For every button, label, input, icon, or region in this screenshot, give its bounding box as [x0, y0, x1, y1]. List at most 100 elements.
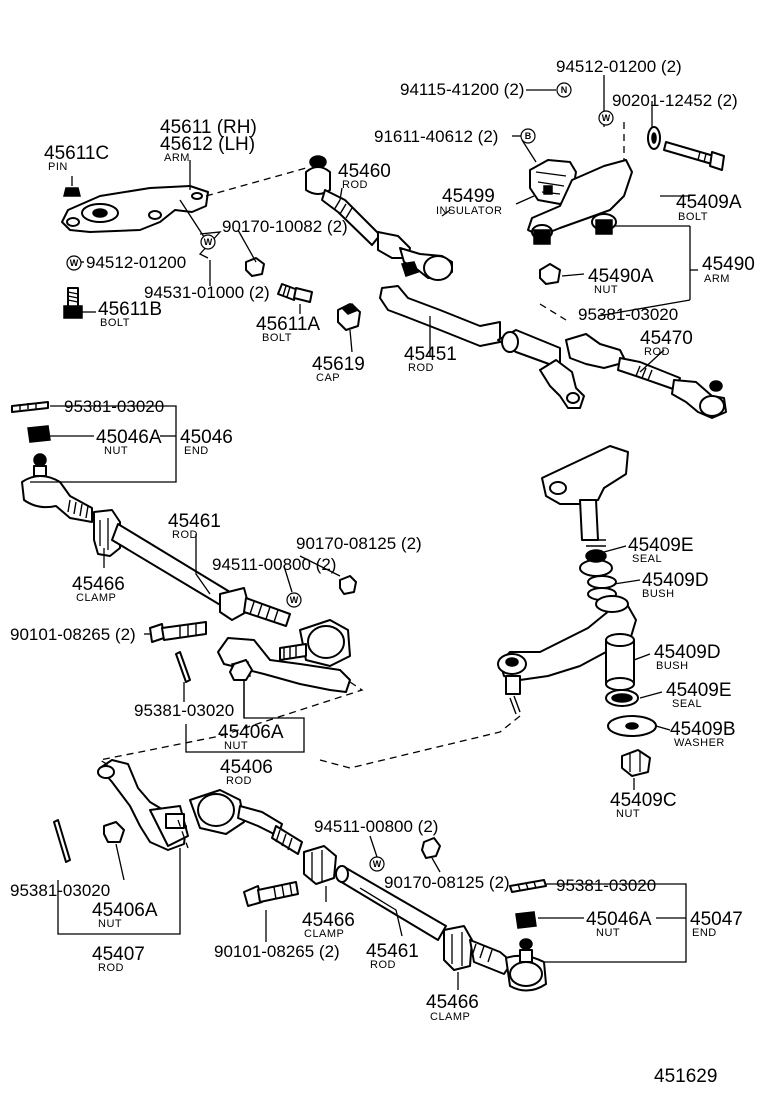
label-45409d-a: 45409D [642, 570, 709, 591]
label-45406a-b: 45406A [92, 900, 158, 921]
caption-bush-b: BUSH [656, 660, 689, 672]
svg-text:W: W [70, 258, 79, 268]
label-45409e-b: 45409E [666, 680, 732, 701]
label-90170-10082-2: 90170-10082 (2) [222, 217, 348, 236]
cap-45619 [337, 303, 361, 331]
bush-45409d-b [605, 633, 635, 691]
label-90101-08265-2-a: 90101-08265 (2) [10, 625, 136, 644]
nut-90170-08125-a [339, 575, 357, 595]
nut-90170-10082 [245, 257, 265, 277]
seal-45409e-b [605, 689, 639, 707]
svg-text:W: W [204, 237, 213, 247]
nut-45046a-b [515, 911, 537, 929]
label-95381-03020-a: 95381-03020 [578, 305, 678, 324]
label-94511-00800-2-b: 94511-00800 (2) [314, 817, 438, 836]
label-45046: 45046 [180, 427, 233, 448]
label-45409c: 45409C [610, 790, 677, 811]
caption-end-b: END [692, 927, 717, 939]
caption-pin: PIN [48, 161, 68, 173]
label-45406: 45406 [220, 757, 273, 778]
caption-rod-f: ROD [98, 962, 124, 974]
label-45499: 45499 [442, 186, 495, 207]
symbol-w-3: W [66, 255, 82, 271]
end-45047 [469, 938, 547, 992]
end-45046 [21, 453, 93, 523]
symbol-w-2: W [200, 234, 216, 250]
clamp-45466-b [303, 845, 337, 885]
caption-nut-b: NUT [104, 445, 128, 457]
label-45466-c: 45466 [426, 992, 479, 1013]
rod-45470 [565, 333, 727, 419]
label-45612-lh: 45612 (LH) [160, 134, 255, 155]
label-94512-01200-2: 94512-01200 (2) [556, 57, 682, 76]
caption-rod-g: ROD [370, 959, 396, 971]
arm-45611 [61, 185, 209, 233]
symbol-b: B [520, 128, 536, 144]
label-45466-b: 45466 [302, 910, 355, 931]
bracket-idler [541, 445, 629, 541]
caption-bolt-c: BOLT [262, 332, 292, 344]
bolt-90101-08265-a [149, 621, 207, 643]
rod-45407 [97, 759, 303, 855]
label-45046a-a: 45046A [96, 427, 162, 448]
svg-text:N: N [561, 85, 568, 95]
caption-cap: CAP [316, 372, 340, 384]
bolt-90101-08265-b [243, 881, 299, 907]
label-45611c: 45611C [44, 143, 109, 164]
caption-insulator: INSULATOR [436, 205, 502, 217]
caption-bush-a: BUSH [642, 588, 675, 600]
label-94115-41200-2: 94115-41200 (2) [400, 80, 524, 99]
rod-45460 [305, 155, 453, 281]
bolt-45611b [63, 287, 83, 319]
nut-45406a-a [229, 659, 253, 681]
label-45619: 45619 [312, 354, 365, 375]
label-45611a: 45611A [256, 314, 320, 335]
caption-rod-b: ROD [644, 346, 670, 358]
washer-45409b [607, 715, 657, 737]
caption-washer: WASHER [674, 737, 725, 749]
bolt-45409a [663, 141, 725, 171]
label-45409a: 45409A [676, 192, 742, 213]
rod-45406 [217, 619, 351, 693]
symbol-w-1: W [598, 110, 614, 126]
bolt-45611a [277, 283, 313, 303]
caption-arm-b: ARM [704, 273, 730, 285]
rod-45451 [379, 285, 585, 409]
clamp-45466-c [443, 925, 473, 971]
label-95381-03020-e: 95381-03020 [10, 881, 110, 900]
label-45406a-a: 45406A [218, 722, 284, 743]
label-45407: 45407 [92, 944, 145, 965]
nut-45046a [27, 425, 51, 443]
leader-lines [30, 75, 698, 990]
caption-rod-a: ROD [342, 179, 368, 191]
label-45409e-a: 45409E [628, 535, 694, 556]
symbol-n: N [556, 82, 572, 98]
labels: 94512-01200 (2) 94115-41200 (2) 90201-12… [10, 57, 755, 1087]
label-91611-40612-2: 91611-40612 (2) [374, 127, 498, 146]
caption-end-a: END [184, 445, 209, 457]
label-45409d-b: 45409D [654, 642, 721, 663]
washer-90201-12452 [647, 126, 661, 150]
caption-bolt-b: BOLT [100, 317, 130, 329]
caption-nut-d: NUT [616, 808, 640, 820]
svg-text:W: W [602, 113, 611, 123]
label-95381-03020-d: 95381-03020 [556, 876, 656, 895]
cotter-pin-95381-03020-c [175, 651, 191, 683]
label-94511-00800-2-a: 94511-00800 (2) [212, 555, 336, 574]
nut-45409c [621, 749, 651, 777]
cotter-pin-95381-03020-d [509, 879, 547, 893]
label-45490a: 45490A [588, 266, 654, 287]
nut-45490a [539, 263, 561, 285]
caption-clamp-b: CLAMP [304, 928, 344, 940]
figure-number: 451629 [654, 1066, 717, 1087]
pin-45611c [63, 187, 81, 197]
nut-90170-08125-b [421, 837, 441, 859]
label-45470: 45470 [640, 328, 693, 349]
cotter-pin-95381-03020-e [53, 819, 71, 863]
label-45611b: 45611B [98, 299, 162, 320]
rod-45461-a [111, 523, 291, 627]
arm-45490 [527, 159, 633, 245]
label-95381-03020-c: 95381-03020 [134, 701, 234, 720]
label-45046a-b: 45046A [586, 909, 652, 930]
